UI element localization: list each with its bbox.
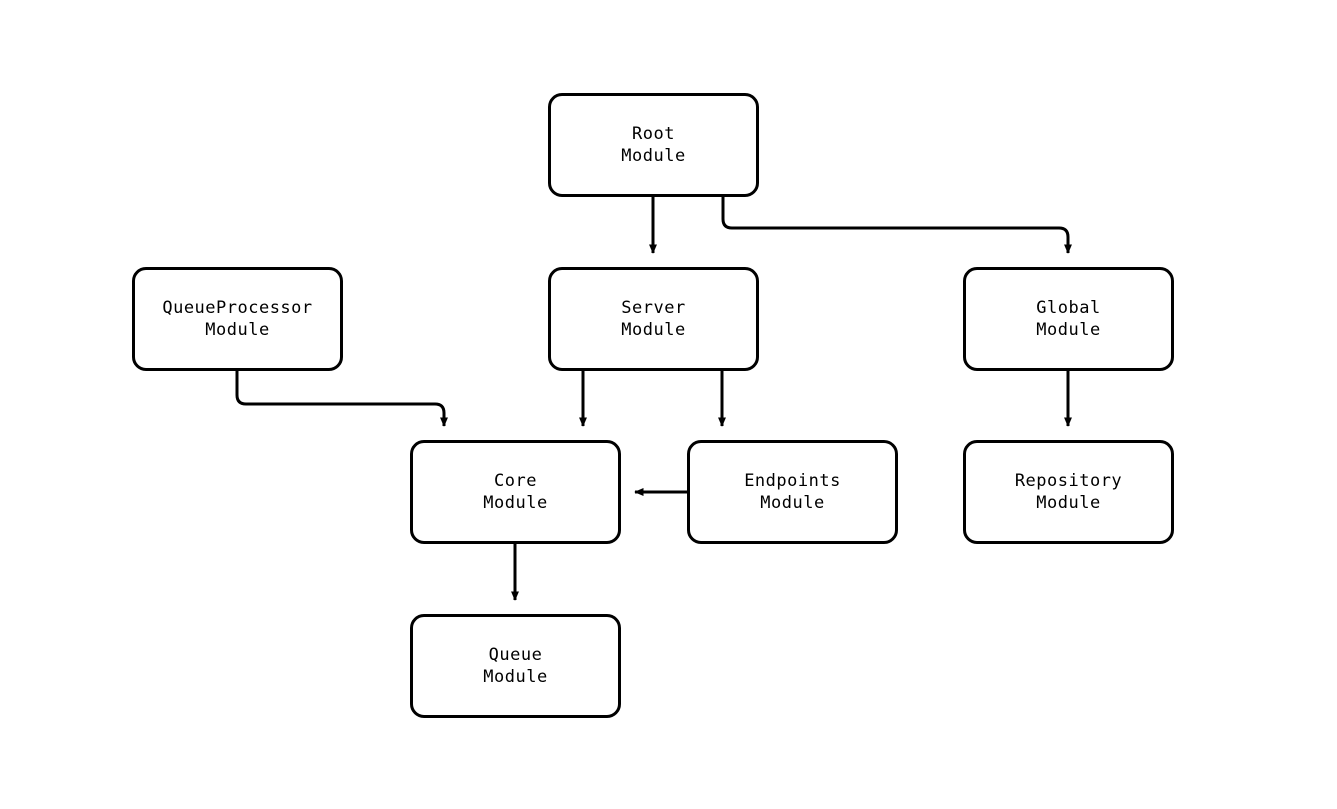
node-queue-name: Queue: [488, 645, 543, 665]
edge-root-global: [721, 197, 1072, 254]
node-global-suffix: Module: [1036, 320, 1101, 340]
node-server-name: Server: [621, 298, 686, 318]
node-core-name: Core: [494, 471, 537, 491]
node-endpoints-name: Endpoints: [744, 471, 841, 491]
node-server-suffix: Module: [621, 320, 686, 340]
node-core-suffix: Module: [483, 493, 548, 513]
node-repository-name: Repository: [1014, 471, 1123, 491]
node-root-suffix: Module: [621, 146, 686, 166]
node-root-name: Root: [632, 124, 675, 144]
node-global-name: Global: [1036, 298, 1101, 318]
node-endpoints-suffix: Module: [760, 493, 825, 513]
node-repository-suffix: Module: [1036, 493, 1101, 513]
node-queueprocessor-suffix: Module: [205, 320, 270, 340]
node-queueprocessor-name: QueueProcessor: [162, 298, 313, 318]
edge-queueprocessor-core: [235, 371, 448, 427]
node-queue-suffix: Module: [483, 667, 548, 687]
